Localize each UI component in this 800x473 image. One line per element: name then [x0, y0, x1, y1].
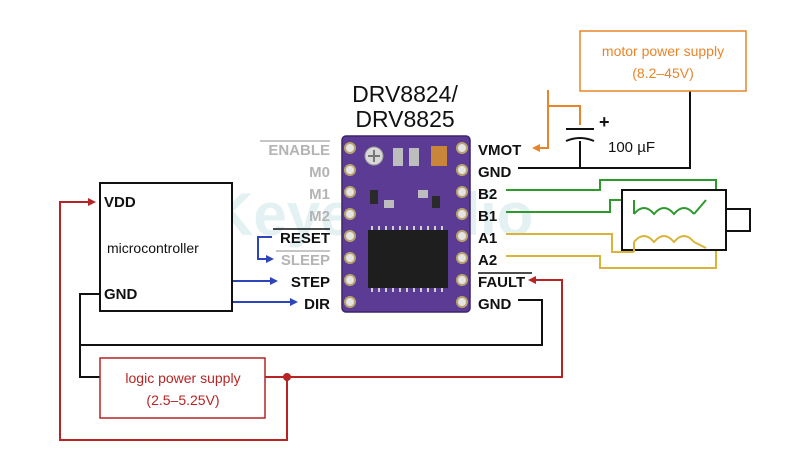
mcu-gnd-label: GND — [104, 286, 138, 303]
logic-power-wire — [59, 198, 563, 441]
pin-m1: M1 — [309, 186, 330, 203]
coil-a-icon — [633, 235, 695, 244]
motor-ground-wire — [518, 90, 691, 169]
motor-supply-box — [579, 30, 747, 92]
pin-a2: A2 — [478, 252, 497, 269]
capacitor — [565, 128, 595, 168]
capacitor-value: 100 µF — [608, 139, 655, 156]
pin-reset: RESET — [280, 230, 330, 247]
motor-power-wire — [532, 90, 581, 152]
pin-enable: ENABLE — [268, 142, 330, 159]
pin-gnd-1: GND — [478, 164, 512, 181]
title-line1: DRV8824/ — [352, 81, 458, 107]
pin-m0: M0 — [309, 164, 330, 181]
pin-a1: A1 — [478, 230, 497, 247]
mcu-label: microcontroller — [107, 240, 199, 256]
driver-chip-icon — [368, 230, 448, 288]
pin-dir: DIR — [304, 296, 330, 313]
pin-b2: B2 — [478, 186, 497, 203]
pin-fault: FAULT — [478, 274, 525, 291]
motor-supply-line2: (8.2–45V) — [632, 65, 693, 81]
pin-m2: M2 — [309, 208, 330, 225]
coil-b-icon — [633, 207, 695, 216]
pin-vmot: VMOT — [478, 142, 521, 159]
logic-supply-line1: logic power supply — [125, 370, 240, 386]
logic-junction-dot — [283, 373, 291, 381]
right-pin-labels: VMOT GND B2 B1 A1 A2 FAULT GND — [478, 142, 532, 313]
left-pin-labels: ENABLE M0 M1 M2 RESET SLEEP STEP DIR — [260, 140, 330, 313]
ground-wire — [79, 293, 543, 378]
capacitor-plus: + — [599, 112, 610, 132]
title-line2: DRV8825 — [355, 106, 454, 132]
pin-b1: B1 — [478, 208, 497, 225]
microcontroller-box — [99, 182, 233, 312]
pin-gnd-2: GND — [478, 296, 512, 313]
logic-supply-line2: (2.5–5.25V) — [146, 392, 219, 408]
motor-supply-line1: motor power supply — [602, 43, 724, 59]
pin-sleep: SLEEP — [281, 252, 330, 269]
capacitor-chip-icon — [431, 146, 447, 166]
pin-step: STEP — [291, 274, 330, 291]
stepper-motor — [621, 189, 751, 252]
mcu-vdd-label: VDD — [104, 194, 136, 211]
driver-board — [341, 135, 471, 313]
control-wires — [232, 236, 298, 306]
logic-supply-box — [99, 357, 266, 419]
